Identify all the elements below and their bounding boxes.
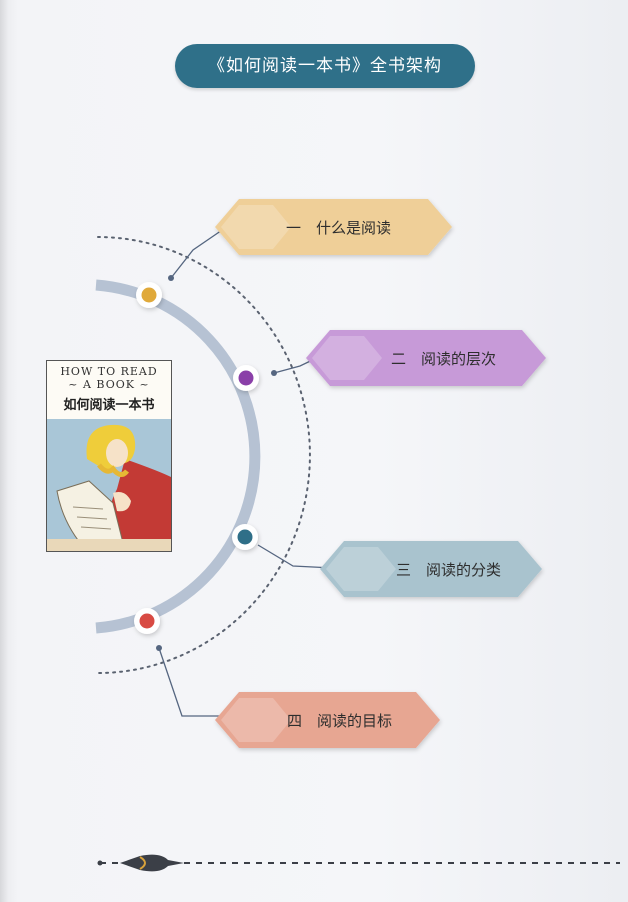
connector-end-2 [271, 370, 277, 376]
book-cover-image: HOW TO READ ~ A BOOK ~ 如何阅读一本书 [46, 360, 172, 552]
book-title-cn: 如何阅读一本书 [63, 398, 155, 413]
book-illustration [47, 419, 171, 551]
book-title-en-line2: ~ A BOOK ~ [68, 378, 150, 391]
arc-node-dot-4 [139, 613, 155, 629]
arc-node-dot-2 [238, 370, 254, 386]
branch-shape-2 [306, 330, 546, 386]
branch-label-4: 四 阅读的目标 [287, 712, 393, 730]
branch-label-2: 二 阅读的层次 [391, 350, 497, 368]
outer-dotted-arc [97, 236, 311, 674]
connector-end-4 [156, 645, 162, 651]
book-title-en-line1: HOW TO READ [60, 365, 158, 378]
branch-chevron-1 [221, 205, 291, 249]
page-binding-edge [0, 0, 8, 902]
connector-1 [170, 225, 229, 279]
branch-chevron-3 [326, 547, 396, 591]
branch-shape-3 [320, 541, 542, 597]
connector-end-1 [168, 275, 174, 281]
diagram-title: 《如何阅读一本书》全书架构 [175, 44, 475, 88]
connector-3 [257, 544, 334, 569]
branch-label-3: 三 阅读的分类 [396, 561, 502, 579]
arc-node-dot-1 [141, 287, 157, 303]
bottom-decorative-rule [97, 854, 620, 872]
branch-chevron-2 [312, 336, 382, 380]
branch-chevron-4 [221, 698, 291, 742]
branch-shape-1 [215, 199, 452, 255]
branch-label-1: 一 什么是阅读 [286, 219, 392, 237]
connector-4 [158, 647, 234, 717]
branch-shape-4 [215, 692, 440, 748]
main-arc [95, 279, 261, 634]
arc-node-dot-3 [237, 529, 253, 545]
